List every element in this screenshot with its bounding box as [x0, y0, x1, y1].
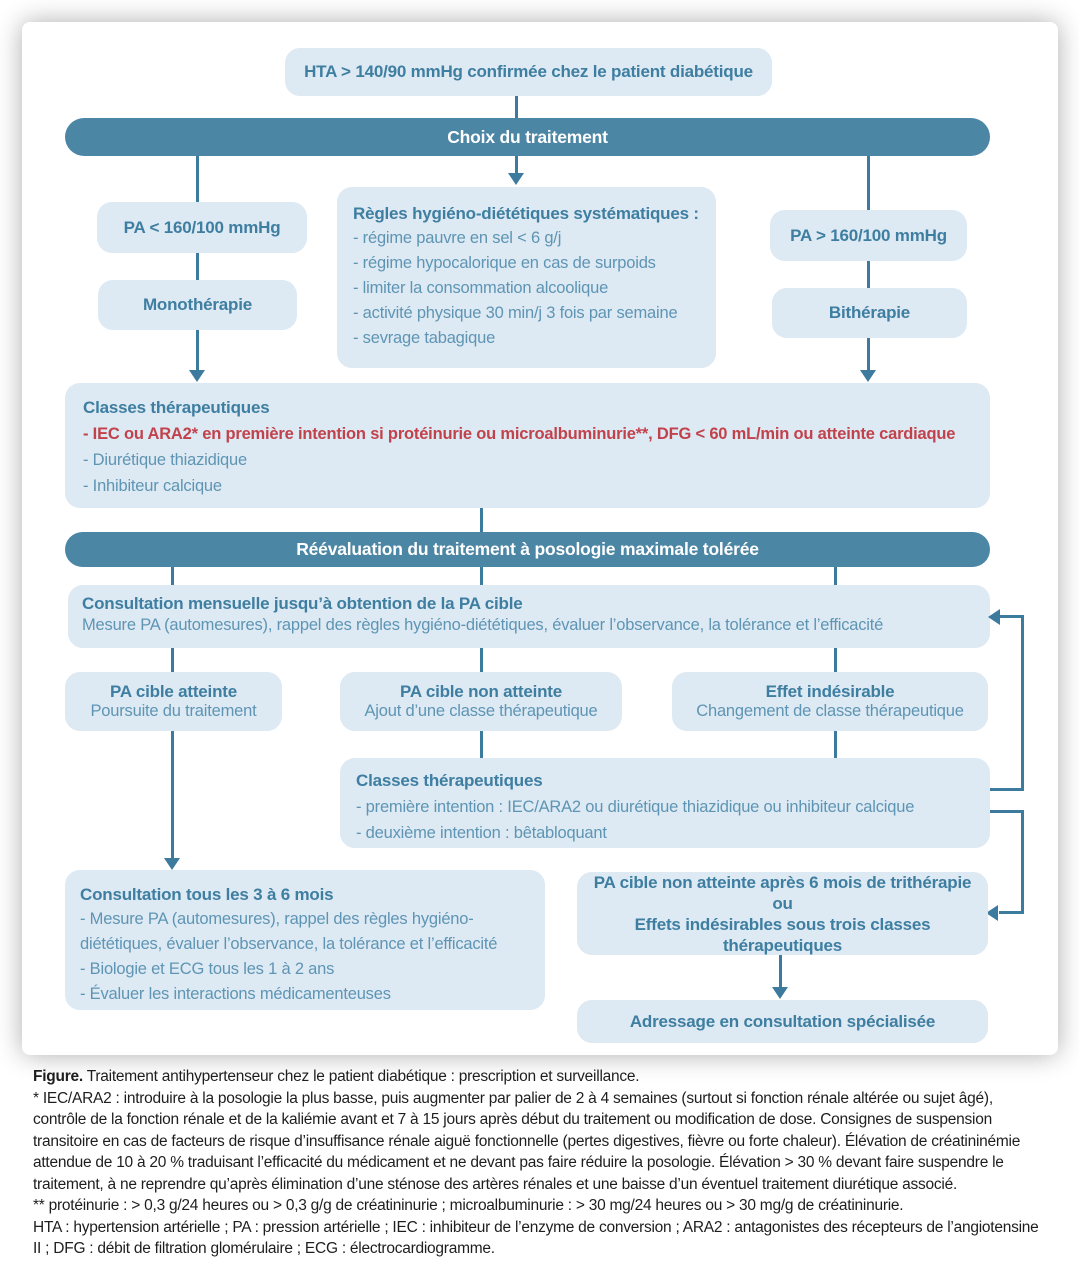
- connector-classes2-mid: [480, 731, 483, 758]
- connector-right-branch: [867, 156, 870, 210]
- tritherapy-failure-line1: PA cible non atteinte après 6 mois de tr…: [593, 872, 972, 892]
- choice-bar: Choix du traitement: [65, 118, 990, 156]
- tritherapy-failure-line2: ou: [772, 893, 793, 913]
- outcome-target-missed-box: PA cible non atteinte Ajout d’une classe…: [340, 672, 622, 731]
- figure-caption: Figure. Traitement antihypertenseur chez…: [33, 1066, 1049, 1088]
- connector-mid-branch: [515, 156, 518, 174]
- loop-monthly-stub: [990, 788, 1024, 791]
- followup-item: - Évaluer les interactions médicamenteus…: [80, 985, 391, 1003]
- therapeutic-classes-1-item: - Inhibiteur calcique: [83, 477, 222, 495]
- connector-reeval-mid: [480, 567, 483, 585]
- outcome-target-reached-box: PA cible atteinte Poursuite du traitemen…: [65, 672, 282, 731]
- figure-footer: Figure. Traitement antihypertenseur chez…: [33, 1066, 1049, 1260]
- bitherapy-text: Bithérapie: [828, 303, 911, 322]
- lifestyle-rules-title: Règles hygiéno-diététiques systématiques…: [353, 204, 699, 223]
- followup-item: - Mesure PA (automesures), rappel des rè…: [80, 910, 498, 953]
- monthly-consultation-title: Consultation mensuelle jusqu’à obtention…: [82, 594, 523, 613]
- pa-high-box: PA > 160/100 mmHg: [770, 210, 967, 261]
- therapeutic-classes-2-item: - deuxième intention : bêtabloquant: [356, 824, 607, 842]
- arrowhead-monotherapy: [189, 370, 205, 382]
- connector-pa-high: [867, 261, 870, 288]
- figure-caption-label: Figure.: [33, 1068, 83, 1085]
- lifestyle-rules-box: Règles hygiéno-diététiques systématiques…: [337, 187, 716, 368]
- monotherapy-box: Monothérapie: [98, 280, 297, 330]
- lifestyle-rule-item: - activité physique 30 min/j 3 fois par …: [353, 304, 678, 322]
- hta-condition-text: HTA > 140/90 mmHg confirmée chez le pati…: [304, 62, 753, 81]
- connector-followup: [171, 731, 174, 859]
- outcome-target-missed-title: PA cible non atteinte: [399, 682, 563, 701]
- therapeutic-classes-1-title: Classes thérapeutiques: [83, 398, 270, 417]
- tritherapy-failure-box: PA cible non atteinte après 6 mois de tr…: [577, 872, 988, 955]
- connector-bitherapy: [867, 338, 870, 371]
- arrowhead-loop-monthly: [988, 609, 1000, 625]
- monotherapy-text: Monothérapie: [142, 295, 253, 314]
- lifestyle-rule-item: - sevrage tabagique: [353, 329, 496, 347]
- connector-reeval-right: [834, 567, 837, 585]
- connector-left-branch: [196, 156, 199, 202]
- bitherapy-box: Bithérapie: [772, 288, 967, 338]
- referral-box: Adressage en consultation spécialisée: [577, 1000, 988, 1043]
- outcome-target-reached-body: Poursuite du traitement: [90, 702, 257, 720]
- connector-classes2-right: [834, 731, 837, 758]
- tritherapy-failure-line3: Effets indésirables sous trois classes t…: [634, 914, 931, 955]
- arrowhead-loop-tritherapy: [986, 905, 998, 921]
- connector-outcome-right: [834, 648, 837, 672]
- arrowhead-referral: [772, 987, 788, 999]
- outcome-side-effect-body: Changement de classe thérapeutique: [696, 702, 964, 720]
- therapeutic-classes-2-item: - première intention : IEC/ARA2 ou diuré…: [356, 798, 915, 816]
- outcome-target-reached-title: PA cible atteinte: [110, 682, 237, 701]
- followup-consultation-box: Consultation tous les 3 à 6 mois - Mesur…: [65, 870, 545, 1010]
- pa-high-text: PA > 160/100 mmHg: [790, 225, 947, 245]
- outcome-target-missed-body: Ajout d’une classe thérapeutique: [364, 702, 598, 720]
- lifestyle-rule-item: - régime pauvre en sel < 6 g/j: [353, 229, 562, 247]
- lifestyle-rule-item: - régime hypocalorique en cas de surpoid…: [353, 254, 656, 272]
- connector-reeval-left: [171, 567, 174, 585]
- therapeutic-classes-1-highlight: - IEC ou ARA2* en première intention si …: [83, 425, 956, 443]
- choice-bar-label: Choix du traitement: [447, 126, 608, 147]
- followup-item: - Biologie et ECG tous les 1 à 2 ans: [80, 960, 335, 978]
- therapeutic-classes-box-1: Classes thérapeutiques - IEC ou ARA2* en…: [65, 383, 990, 508]
- pa-low-box: PA < 160/100 mmHg: [97, 202, 307, 253]
- loop-monthly-top: [999, 615, 1024, 618]
- connector-to-reevaluation: [480, 508, 483, 532]
- connector-pa-low: [196, 253, 199, 280]
- loop-tritherapy-bottom: [999, 911, 1024, 914]
- connector-referral: [779, 955, 782, 988]
- arrowhead-mid-branch: [508, 173, 524, 185]
- outcome-side-effect-title: Effet indésirable: [765, 682, 895, 701]
- loop-tritherapy-vertical: [1021, 810, 1024, 914]
- therapeutic-classes-1-item: - Diurétique thiazidique: [83, 451, 247, 469]
- hta-condition-box: HTA > 140/90 mmHg confirmée chez le pati…: [285, 48, 772, 96]
- connector-monotherapy: [196, 330, 199, 371]
- footnote-iec-ara2: * IEC/ARA2 : introduire à la posologie l…: [33, 1089, 1021, 1193]
- reevaluation-bar-label: Réévaluation du traitement à posologie m…: [296, 539, 759, 559]
- therapeutic-classes-box-2: Classes thérapeutiques - première intent…: [340, 758, 990, 848]
- pa-low-text: PA < 160/100 mmHg: [123, 217, 281, 237]
- lifestyle-rule-item: - limiter la consommation alcoolique: [353, 279, 609, 297]
- footnote-proteinuria: ** protéinurie : > 0,3 g/24 heures ou > …: [33, 1197, 904, 1214]
- footnote-abbreviations: HTA : hypertension artérielle ; PA : pre…: [33, 1218, 1039, 1258]
- figure-card: HTA > 140/90 mmHg confirmée chez le pati…: [22, 22, 1058, 1055]
- followup-consultation-title: Consultation tous les 3 à 6 mois: [80, 885, 334, 904]
- figure-caption-text: Traitement antihypertenseur chez le pati…: [82, 1068, 640, 1085]
- connector-outcome-mid: [480, 648, 483, 672]
- monthly-consultation-body: Mesure PA (automesures), rappel des règl…: [82, 616, 884, 634]
- referral-text: Adressage en consultation spécialisée: [629, 1011, 936, 1031]
- arrowhead-bitherapy: [860, 370, 876, 382]
- monthly-consultation-box: Consultation mensuelle jusqu’à obtention…: [68, 585, 990, 648]
- reevaluation-bar: Réévaluation du traitement à posologie m…: [65, 532, 990, 567]
- therapeutic-classes-2-title: Classes thérapeutiques: [356, 771, 543, 790]
- connector-outcome-left: [171, 648, 174, 672]
- outcome-side-effect-box: Effet indésirable Changement de classe t…: [672, 672, 988, 731]
- loop-tritherapy-stub: [990, 810, 1024, 813]
- loop-monthly-vertical: [1021, 616, 1024, 791]
- connector-top: [515, 96, 518, 118]
- arrowhead-followup: [164, 858, 180, 870]
